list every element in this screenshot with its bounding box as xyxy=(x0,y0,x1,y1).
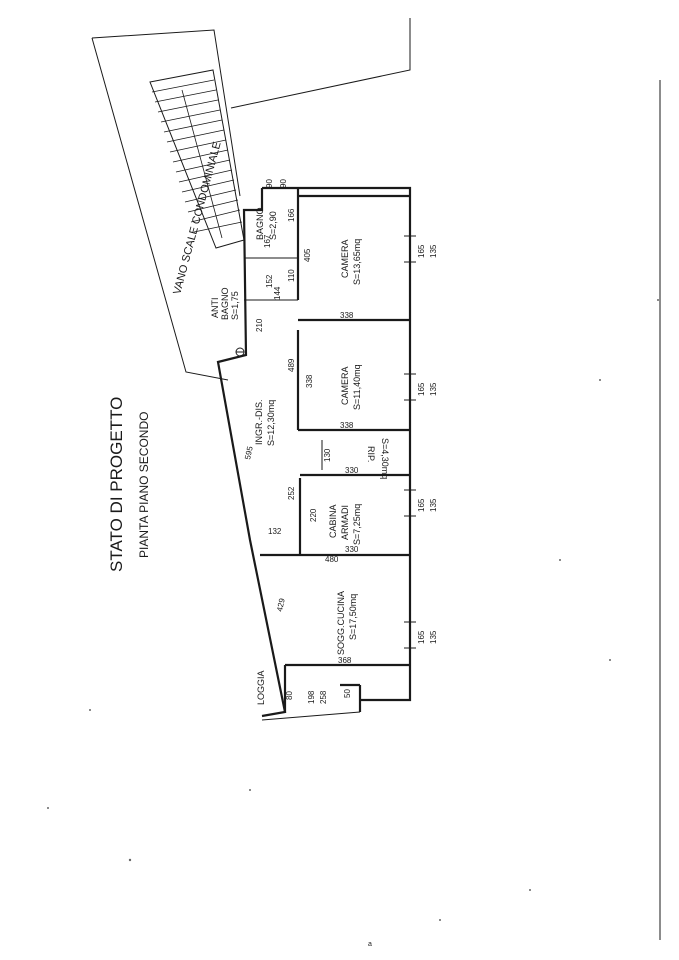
dim-210: 210 xyxy=(255,318,264,332)
room-area-camera-2: S=11,40mq xyxy=(352,364,362,410)
room-name-antibagno-1: ANTI xyxy=(210,297,220,318)
dim-252: 252 xyxy=(287,486,296,500)
dim-480: 480 xyxy=(325,555,339,564)
room-name-loggia: LOGGIA xyxy=(256,670,266,705)
dim-330-a: 330 xyxy=(345,466,359,475)
room-labels: BAGNO S=2,90 ANTI BAGNO S=1,75 CAMERA S=… xyxy=(210,207,390,705)
column-symbol xyxy=(235,347,245,357)
dim-405: 405 xyxy=(303,248,312,262)
dim-132: 132 xyxy=(268,527,282,536)
dim-166: 166 xyxy=(287,208,296,222)
dim-50: 50 xyxy=(343,689,352,698)
dim-258: 258 xyxy=(319,690,328,704)
windows xyxy=(404,235,416,649)
dim-130: 130 xyxy=(323,448,332,462)
dim-167: 167 xyxy=(263,234,272,248)
dimension-labels: 90 90 167 166 110 405 152 144 210 338 48… xyxy=(243,179,359,704)
stair-steps xyxy=(151,79,243,239)
room-area-antibagno: S=1,75 xyxy=(230,291,240,320)
dim-489: 489 xyxy=(287,358,296,372)
room-area-cabina: S=7,25mq xyxy=(352,504,362,545)
room-name-camera-2: CAMERA xyxy=(340,366,350,405)
apartment-walls xyxy=(216,186,412,721)
dim-220: 220 xyxy=(309,508,318,522)
dim-80: 80 xyxy=(285,691,294,700)
page-title: STATO DI PROGETTO xyxy=(107,397,126,572)
room-name-antibagno-2: BAGNO xyxy=(220,287,230,320)
win-4-135: 135 xyxy=(429,630,438,644)
dim-110: 110 xyxy=(287,269,296,282)
dim-338-c: 338 xyxy=(340,421,354,430)
win-1-165: 165 xyxy=(417,244,426,258)
page-subtitle: PIANTA PIANO SECONDO xyxy=(137,412,151,558)
win-3-135: 135 xyxy=(429,498,438,512)
win-4-165: 165 xyxy=(417,630,426,644)
win-2-135: 135 xyxy=(429,382,438,396)
room-name-soggiorno: SOGG.CUCINA xyxy=(336,591,346,655)
room-area-ingresso: S=12,30mq xyxy=(266,400,276,446)
win-3-165: 165 xyxy=(417,498,426,512)
room-name-cabina-2: ARMADI xyxy=(340,505,350,540)
dim-144: 144 xyxy=(273,286,282,300)
dim-595: 595 xyxy=(243,445,255,460)
room-area-soggiorno: S=17,50mq xyxy=(348,594,358,640)
room-area-bagno: S=2,90 xyxy=(268,211,278,240)
scan-specks xyxy=(47,299,659,921)
window-dimension-labels: 165 135 165 135 165 135 165 135 xyxy=(417,244,438,644)
room-name-cabina-1: CABINA xyxy=(328,504,338,538)
win-1-135: 135 xyxy=(429,244,438,258)
dim-330-b: 330 xyxy=(345,545,359,554)
room-area-ripostiglio: S=4,30mq xyxy=(380,438,390,479)
dim-429: 429 xyxy=(275,597,287,612)
dim-152: 152 xyxy=(265,274,274,288)
dim-top-a: 90 xyxy=(265,179,274,188)
stair-hall: VANO SCALE CONDOMINIALE xyxy=(149,69,245,296)
context-lines xyxy=(91,18,661,940)
room-name-ripostiglio: RIP. xyxy=(366,446,376,462)
dim-top-b: 90 xyxy=(279,179,288,188)
footer-mark: a xyxy=(368,941,372,948)
room-name-camera-1: CAMERA xyxy=(340,239,350,278)
room-name-bagno: BAGNO xyxy=(255,207,265,240)
room-area-camera-1: S=13,65mq xyxy=(352,239,362,285)
dim-198: 198 xyxy=(307,690,316,704)
stair-label: VANO SCALE CONDOMINIALE xyxy=(171,141,223,296)
room-name-ingresso: INGR.-DIS. xyxy=(254,399,264,445)
win-2-165: 165 xyxy=(417,382,426,396)
dim-338-b: 338 xyxy=(305,374,314,388)
dim-338-a: 338 xyxy=(340,311,354,320)
dim-368: 368 xyxy=(338,656,352,665)
